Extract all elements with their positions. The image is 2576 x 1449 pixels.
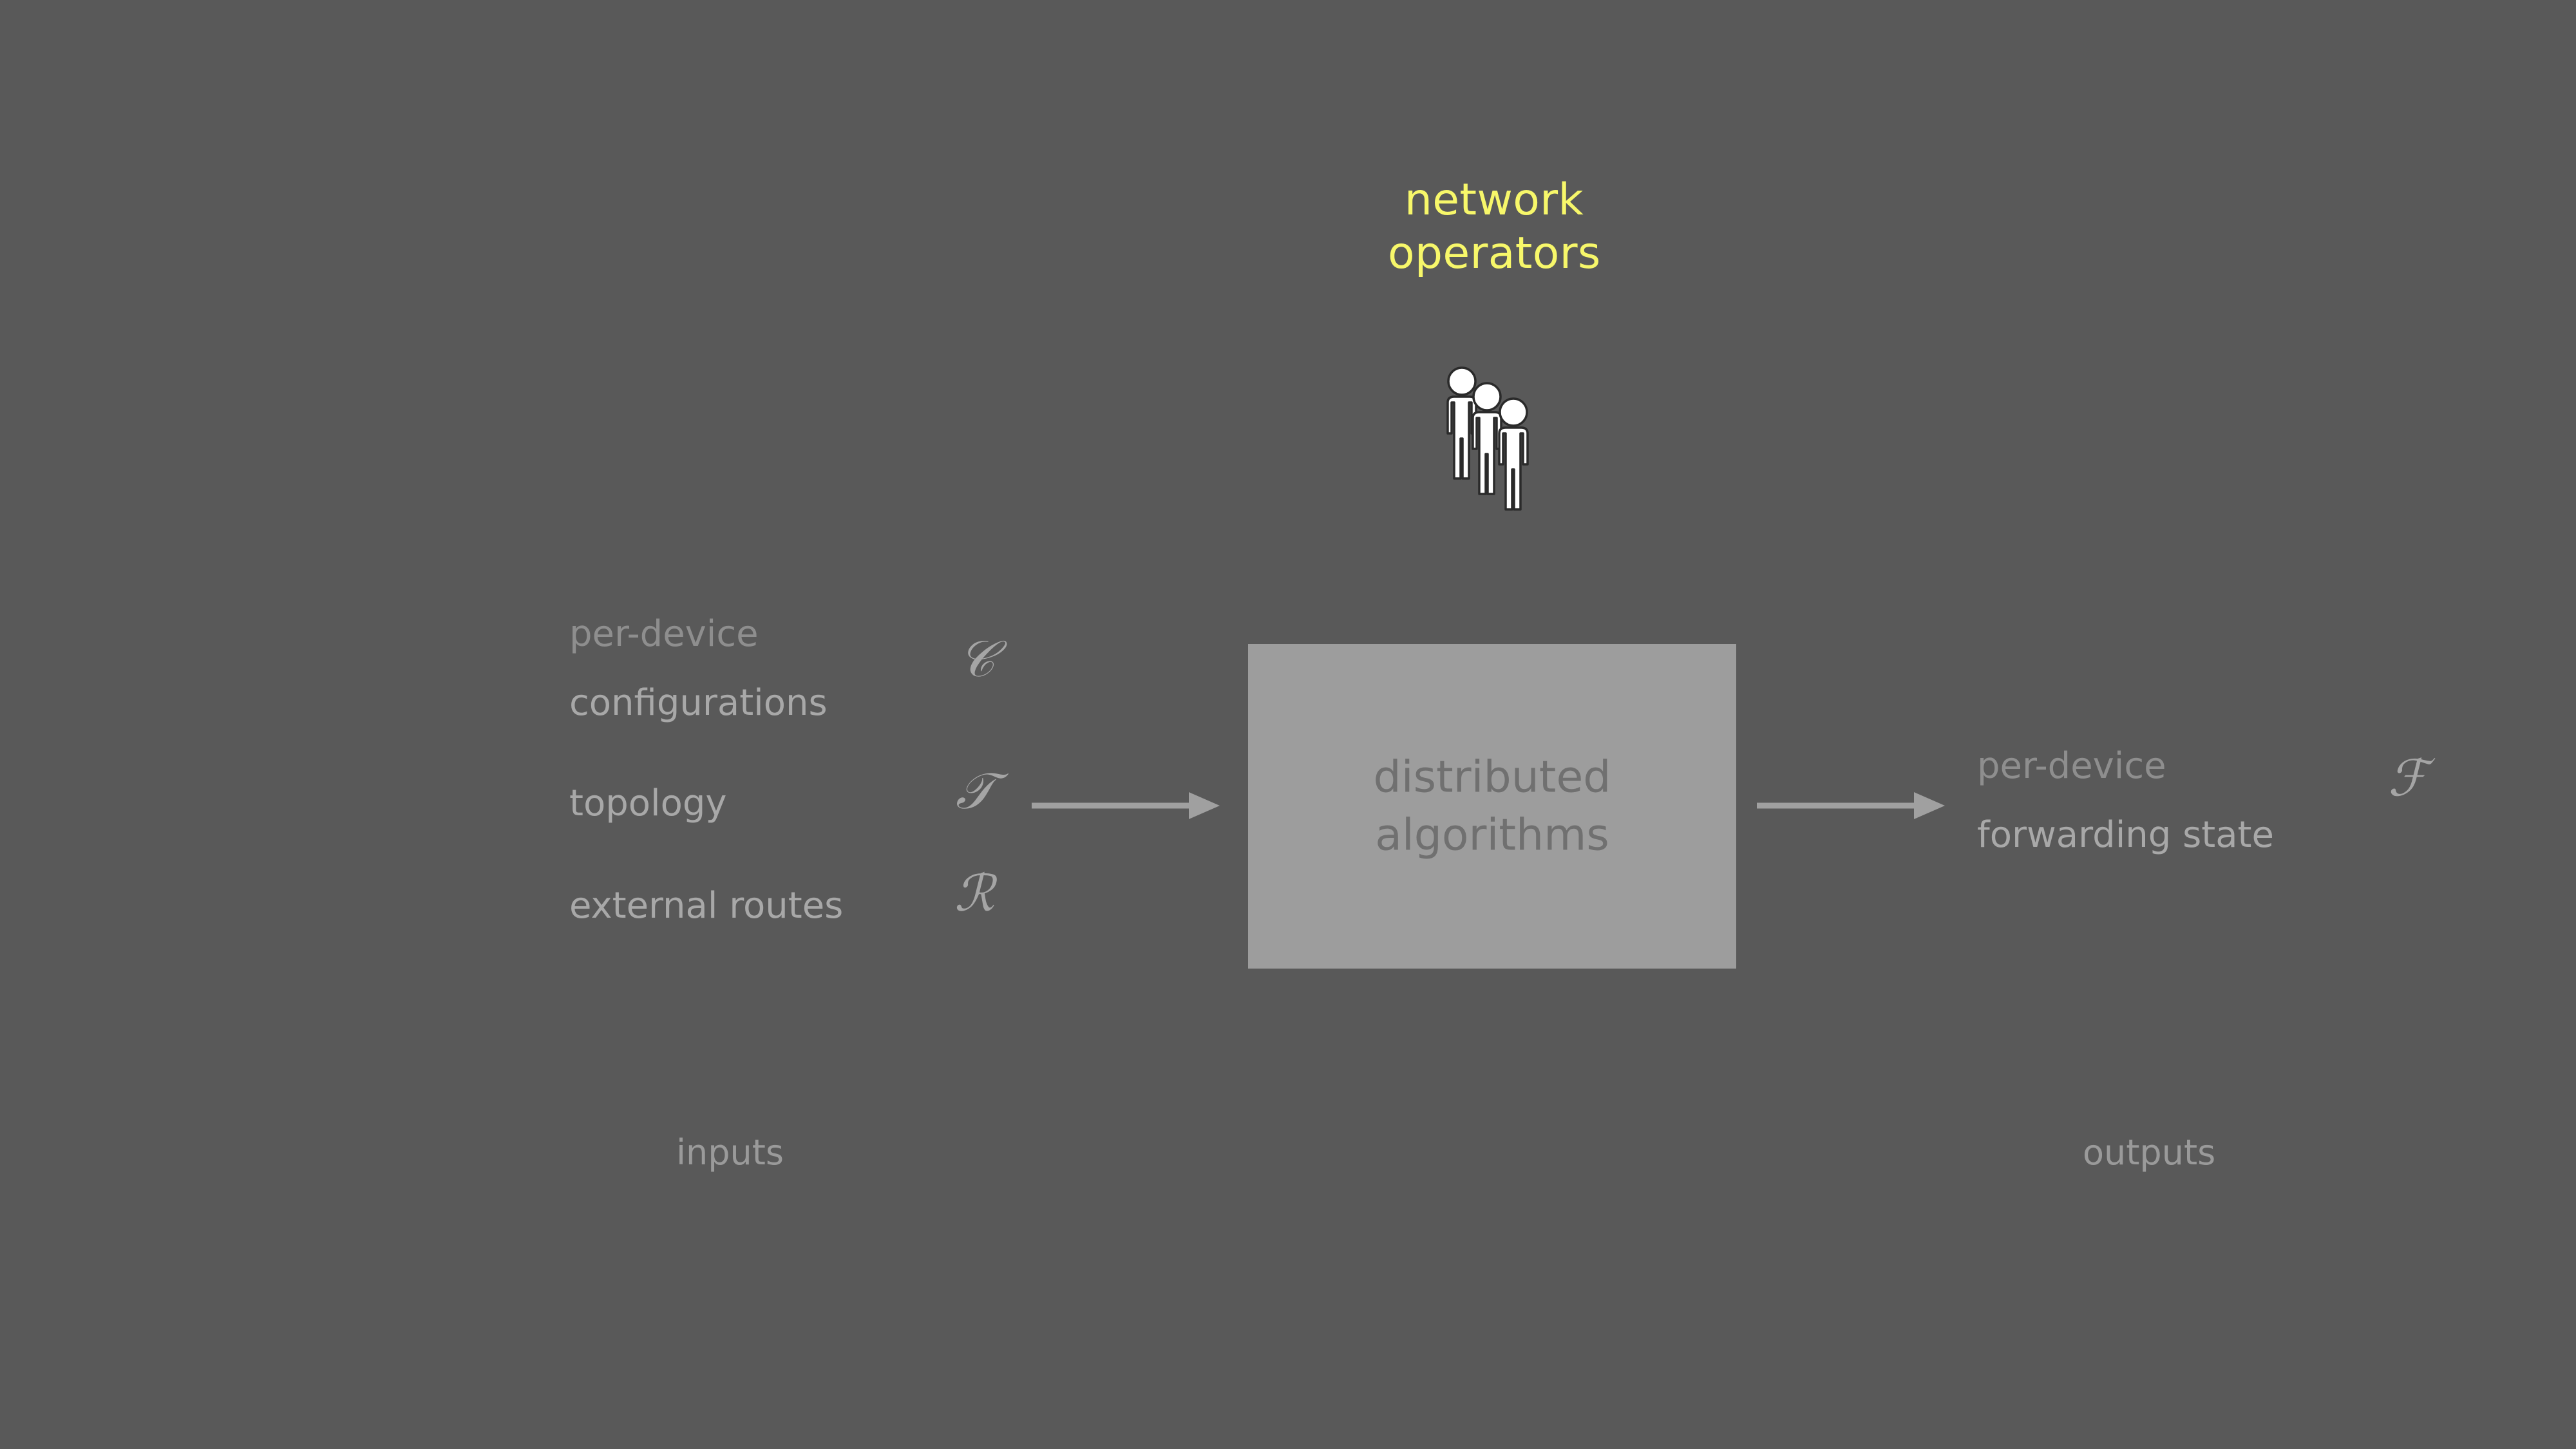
script-capital-t-icon: 𝒯 (956, 762, 994, 820)
page-title: network operators (1388, 174, 1600, 281)
process-box-line-2: algorithms (1375, 810, 1609, 860)
output-label-forwarding-state-sub: per-device (1977, 745, 2166, 787)
input-label-configurations-sub: per-device (569, 613, 759, 655)
page-title-line-1: network (1404, 175, 1584, 225)
process-box-label: distributed algorithms (1248, 748, 1736, 864)
input-label-external-routes: external routes (569, 885, 844, 927)
script-capital-f-icon: ℱ (2388, 750, 2428, 808)
process-box-line-1: distributed (1373, 752, 1611, 803)
input-label-configurations: configurations (569, 682, 828, 724)
script-capital-c-icon: 𝒞 (958, 630, 995, 688)
page-title-line-2: operators (1388, 227, 1601, 279)
input-label-topology: topology (569, 782, 727, 824)
arrow-inputs-to-box (1030, 783, 1224, 828)
three-people-icon (1437, 366, 1553, 524)
outputs-caption: outputs (2083, 1132, 2216, 1173)
output-label-forwarding-state: forwarding state (1977, 814, 2274, 856)
script-capital-r-icon: ℛ (954, 865, 995, 923)
process-box-distributed-algorithms: distributed algorithms (1248, 644, 1736, 969)
inputs-caption: inputs (676, 1132, 784, 1173)
arrow-box-to-outputs (1756, 783, 1949, 828)
